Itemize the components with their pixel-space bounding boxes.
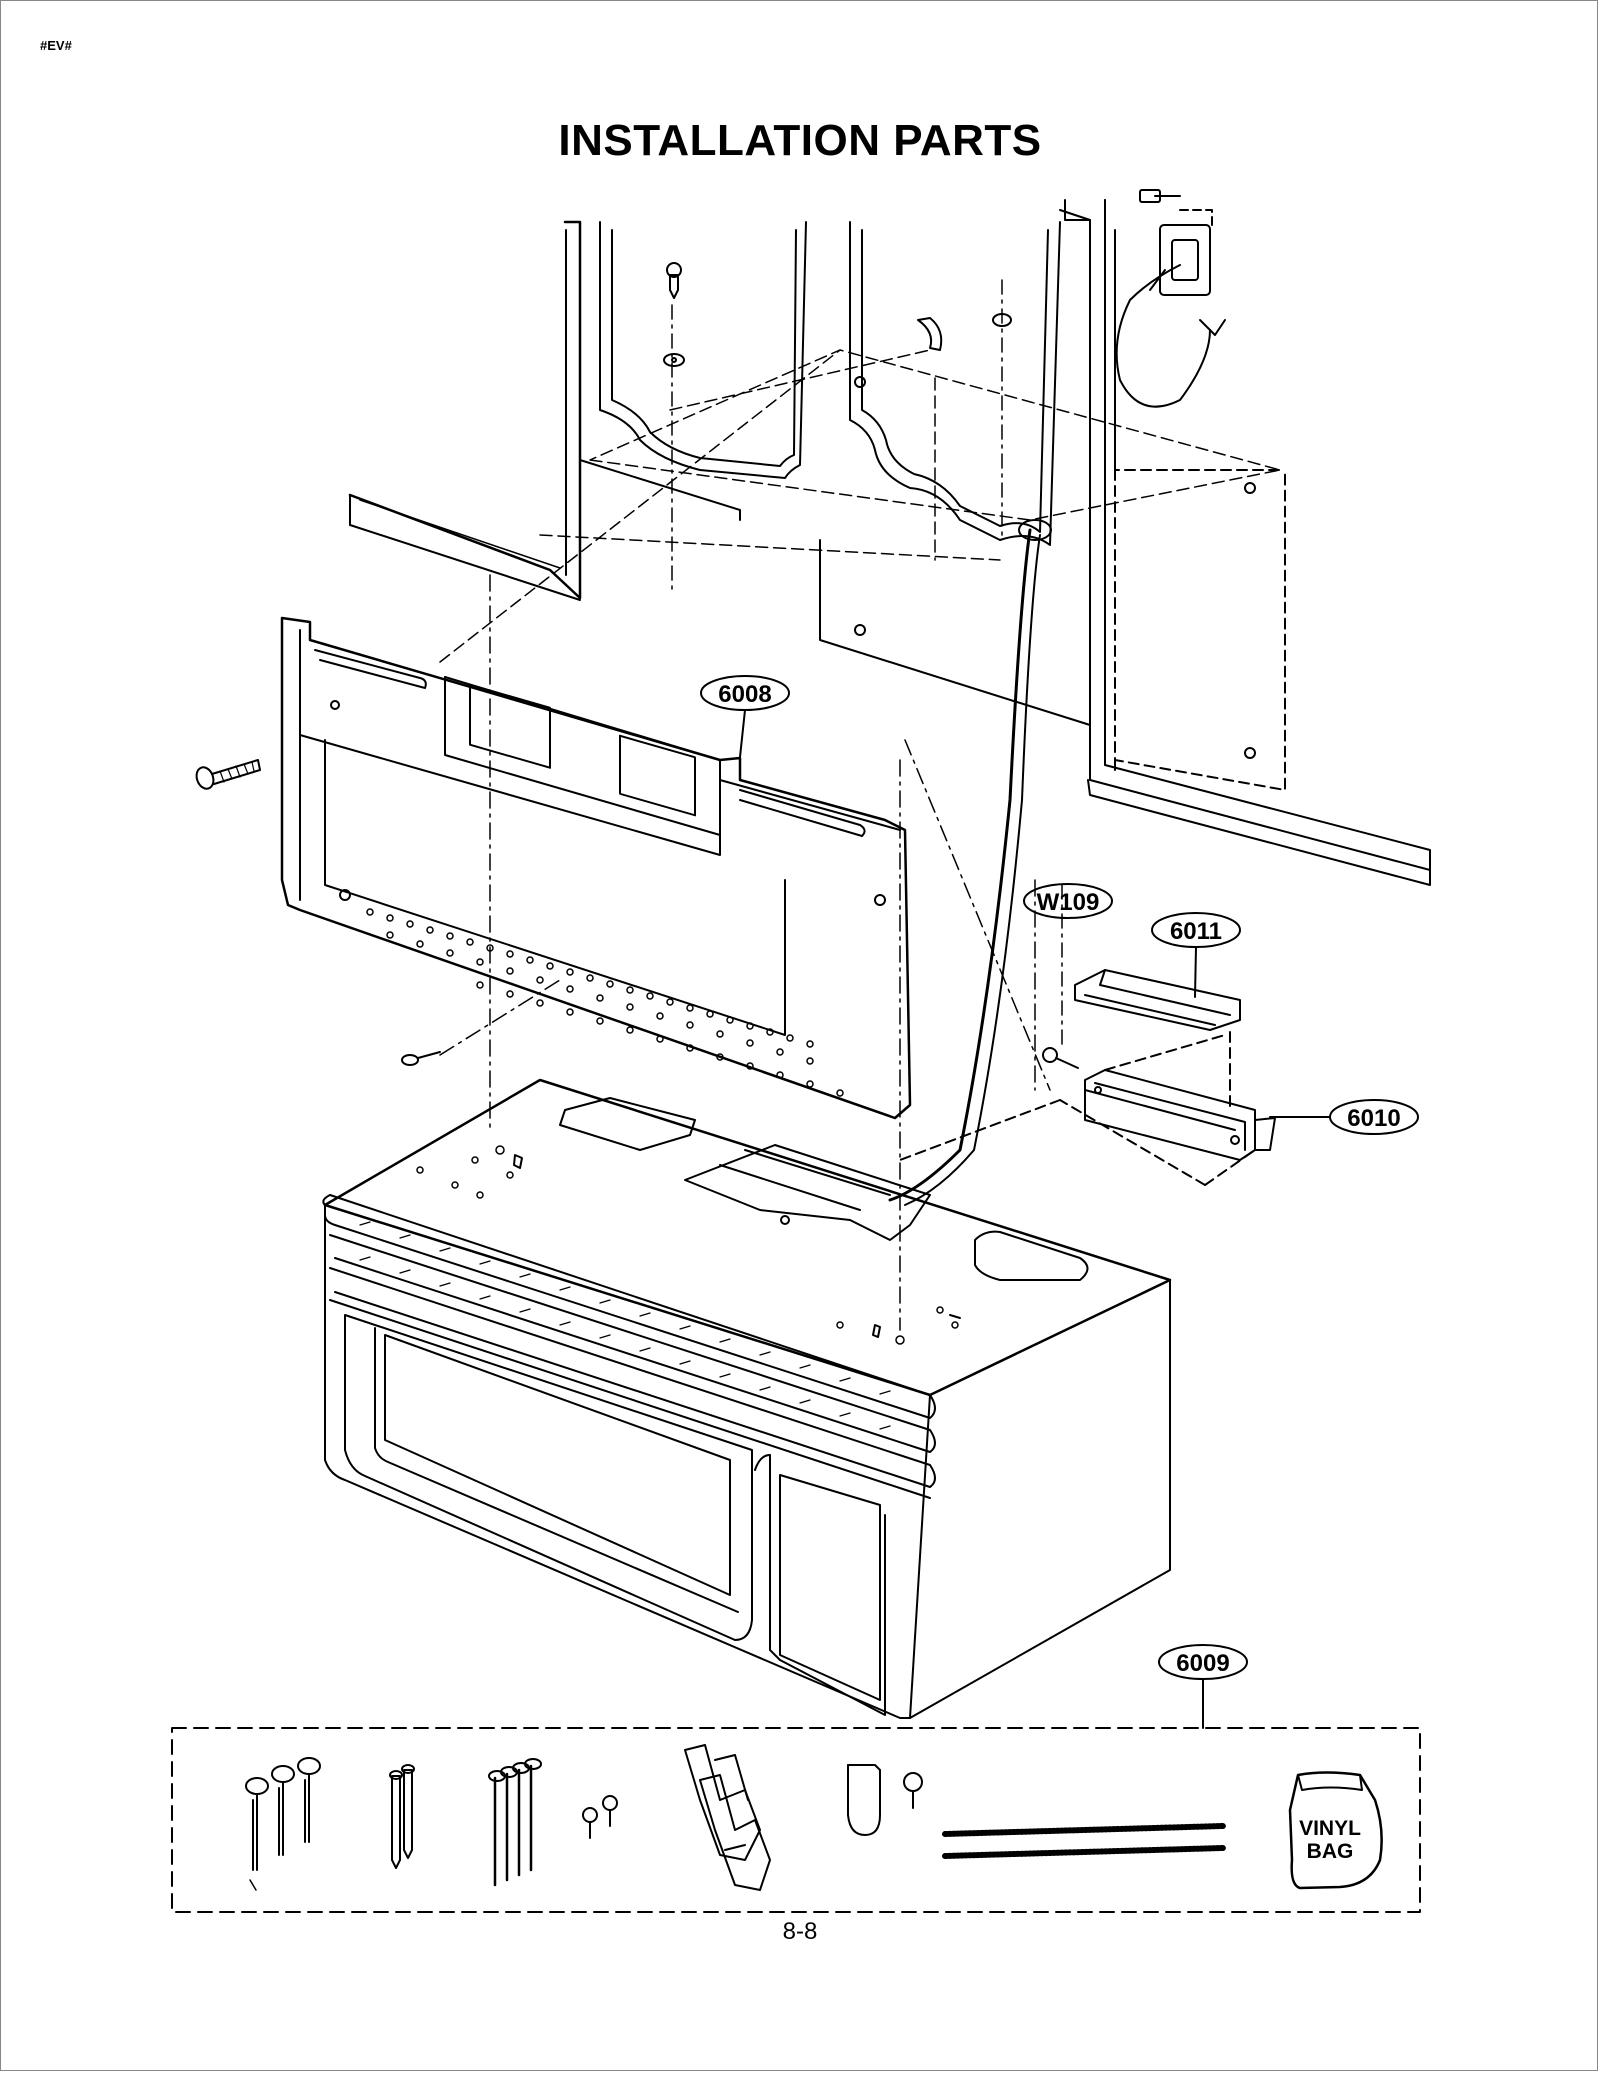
- mounting-plate: [280, 616, 912, 1120]
- callout-w109: W109: [1023, 883, 1113, 919]
- small-screws: [582, 1795, 618, 1839]
- callout-6008: 6008: [700, 675, 790, 758]
- cabinet-bottom-outline: [439, 349, 1281, 663]
- vinyl-bag-label-line1: VINYL: [1299, 1817, 1361, 1840]
- callout-6011: 6011: [1151, 912, 1241, 998]
- mounting-screws: [245, 1757, 321, 1891]
- power-cord: [888, 519, 1052, 1206]
- vinyl-bag: [1288, 1771, 1383, 1890]
- long-screw: [195, 759, 441, 1066]
- page-number: 8-8: [782, 1918, 818, 1945]
- vinyl-bag-label-line2: BAG: [1307, 1840, 1354, 1863]
- callout-6008-label: 6008: [718, 681, 771, 708]
- cable-clamp: [847, 1764, 923, 1836]
- alignment-lines: [439, 574, 1051, 1331]
- upper-cabinets: [348, 199, 1431, 886]
- top-screws: [663, 262, 1012, 591]
- microwave: [322, 1078, 1172, 1719]
- toggle-bolts: [488, 1758, 542, 1887]
- page-title: INSTALLATION PARTS: [558, 116, 1042, 165]
- kit-parts: [245, 1744, 1383, 1891]
- wall-anchors: [684, 1744, 771, 1891]
- callout-w109-label: W109: [1037, 889, 1100, 916]
- cover-6011: [1074, 969, 1241, 1031]
- callout-6010: 6010: [1269, 1099, 1419, 1135]
- kit-box: [171, 1689, 1421, 1913]
- callout-6009: 6009: [1158, 1644, 1248, 1691]
- wood-screws: [389, 1764, 415, 1869]
- callout-6011-label: 6011: [1170, 918, 1222, 945]
- bracket-6010: [899, 1031, 1276, 1186]
- callout-6009-label: 6009: [1176, 1650, 1229, 1677]
- small-screw-w109: [1042, 884, 1079, 1069]
- coil-springs: [942, 1823, 1226, 1859]
- corner-tag: #EV#: [40, 38, 72, 53]
- wall-outlet: [1115, 189, 1226, 408]
- callout-6010-label: 6010: [1347, 1105, 1400, 1132]
